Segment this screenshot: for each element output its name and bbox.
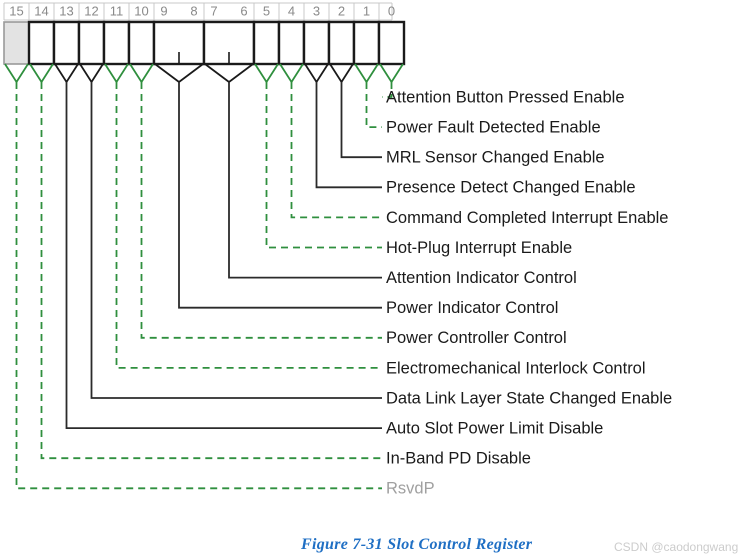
watermark: CSDN @caodongwang bbox=[614, 540, 738, 554]
leader-line bbox=[365, 82, 382, 128]
cell-funnel bbox=[29, 63, 54, 84]
cell-funnels bbox=[4, 63, 404, 84]
field-label: MRL Sensor Changed Enable bbox=[386, 149, 605, 167]
leader-line bbox=[382, 82, 393, 98]
field-label: Power Controller Control bbox=[386, 329, 567, 347]
field-label: Auto Slot Power Limit Disable bbox=[386, 419, 603, 437]
bit-number: 15 bbox=[9, 3, 23, 18]
bit-number: 11 bbox=[110, 3, 124, 18]
leader-line bbox=[40, 82, 382, 460]
field-label: Data Link Layer State Changed Enable bbox=[386, 389, 672, 407]
leader-line bbox=[65, 82, 382, 429]
field-label: Power Indicator Control bbox=[386, 299, 558, 317]
bit-number: 1 bbox=[363, 3, 370, 18]
register-cell-bit-2[interactable] bbox=[327, 20, 356, 66]
cell-funnel bbox=[379, 63, 404, 84]
leader-line bbox=[290, 82, 382, 219]
bit-number: 9 bbox=[160, 3, 167, 18]
cell-funnel bbox=[204, 63, 254, 84]
field-label: RsvdP bbox=[386, 480, 435, 498]
cell-funnel bbox=[4, 63, 29, 84]
field-label: Attention Indicator Control bbox=[386, 269, 577, 287]
register-cell-bit-4[interactable] bbox=[277, 20, 306, 66]
field-label: Presence Detect Changed Enable bbox=[386, 179, 636, 197]
bit-number: 12 bbox=[84, 3, 98, 18]
register-cell-bit-14[interactable] bbox=[27, 20, 56, 66]
cell-funnel bbox=[79, 63, 104, 84]
cell-funnel bbox=[329, 63, 354, 84]
bit-number: 2 bbox=[338, 3, 345, 18]
bit-number: 6 bbox=[240, 3, 247, 18]
bit-number: 10 bbox=[134, 3, 148, 18]
register-cell-bit-11[interactable] bbox=[102, 20, 131, 66]
bit-number: 3 bbox=[313, 3, 320, 18]
cell-funnel bbox=[254, 63, 279, 84]
field-label: Attention Button Pressed Enable bbox=[386, 88, 625, 106]
cell-funnel bbox=[279, 63, 304, 84]
bit-number: 4 bbox=[288, 3, 295, 18]
leader-lines bbox=[15, 82, 393, 490]
leader-line bbox=[115, 82, 382, 369]
cell-funnel bbox=[354, 63, 379, 84]
leader-line bbox=[15, 82, 382, 490]
leader-line bbox=[265, 82, 382, 249]
cell-funnel bbox=[129, 63, 154, 84]
field-label: Command Completed Interrupt Enable bbox=[386, 209, 668, 227]
leader-line bbox=[178, 82, 382, 309]
field-label: Hot-Plug Interrupt Enable bbox=[386, 239, 572, 257]
leader-line bbox=[228, 82, 382, 279]
register-cell-bit-5[interactable] bbox=[252, 20, 281, 66]
leader-line bbox=[315, 82, 382, 189]
bit-number: 14 bbox=[34, 3, 48, 18]
register-cell-bit-15[interactable] bbox=[3, 21, 30, 65]
bit-number: 8 bbox=[190, 3, 197, 18]
cell-funnel bbox=[154, 63, 204, 84]
leader-line bbox=[340, 82, 382, 159]
register-cell-row bbox=[3, 20, 406, 66]
register-cell-bit-13[interactable] bbox=[52, 20, 81, 66]
bit-number: 5 bbox=[263, 3, 270, 18]
register-cell-bit-10[interactable] bbox=[127, 20, 156, 66]
cell-funnel bbox=[104, 63, 129, 84]
bit-number: 0 bbox=[388, 3, 395, 18]
leader-line bbox=[140, 82, 382, 339]
register-cell-bit-0[interactable] bbox=[377, 20, 406, 66]
cell-funnel bbox=[54, 63, 79, 84]
field-label: In-Band PD Disable bbox=[386, 450, 531, 468]
register-cell-bit-1[interactable] bbox=[352, 20, 381, 66]
bit-number: 7 bbox=[210, 3, 217, 18]
register-cell-bit-3[interactable] bbox=[302, 20, 331, 66]
bit-number-separators bbox=[3, 3, 393, 20]
field-label: Electromechanical Interlock Control bbox=[386, 359, 646, 377]
figure-caption: Figure 7-31 Slot Control Register bbox=[300, 536, 533, 553]
field-label: Power Fault Detected Enable bbox=[386, 118, 601, 136]
leader-line bbox=[90, 82, 382, 399]
register-cell-bit-12[interactable] bbox=[77, 20, 106, 66]
bit-number: 13 bbox=[59, 3, 73, 18]
cell-funnel bbox=[304, 63, 329, 84]
